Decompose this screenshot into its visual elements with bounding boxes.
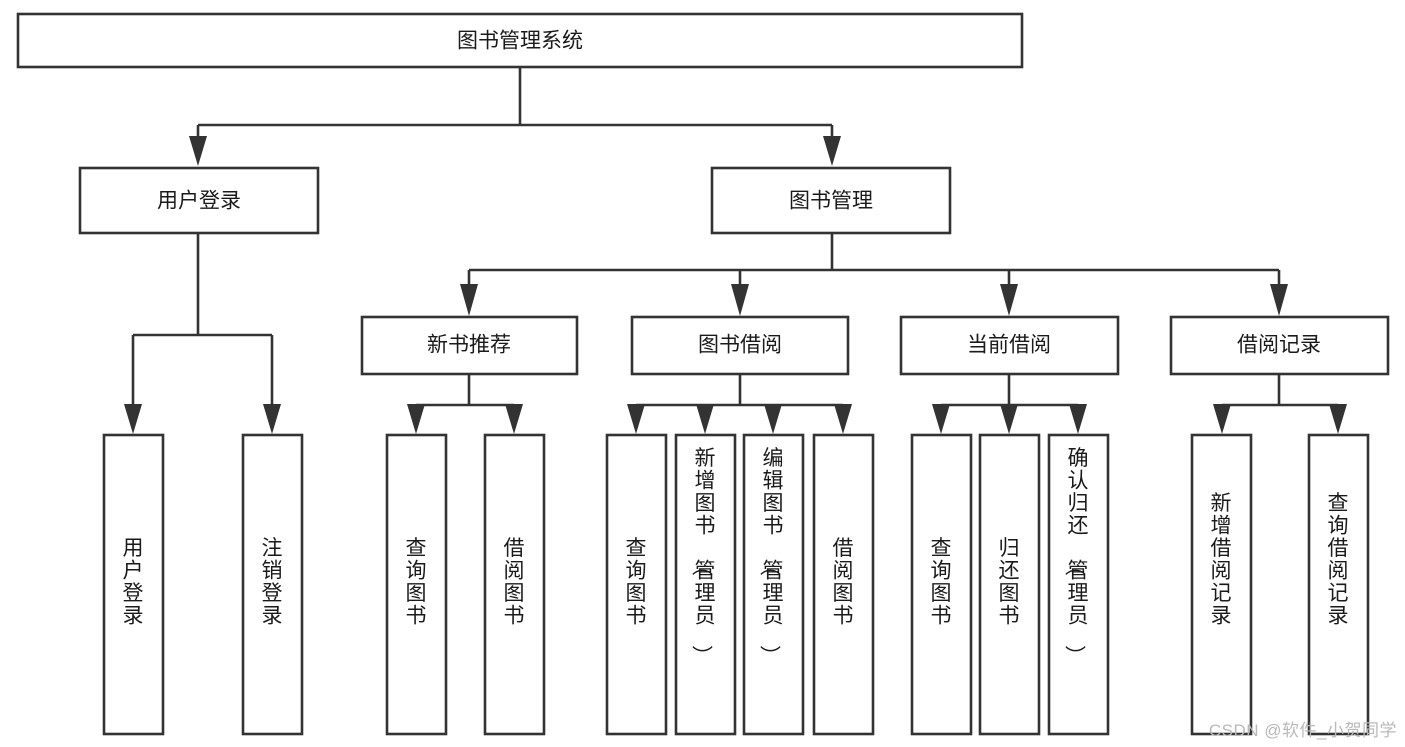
arrowhead-leaf-edit-book xyxy=(764,404,782,434)
node-leaf-return-book-box[interactable] xyxy=(978,433,1041,736)
node-book-manage-label: 图书管理 xyxy=(789,190,873,213)
arrowhead-book-borrow xyxy=(731,284,749,316)
arrowhead-book-manage xyxy=(823,136,841,166)
arrowhead-borrow-record xyxy=(1270,284,1288,316)
node-leaf-add-record-label: 新增借阅记录 xyxy=(1211,492,1232,628)
node-user-login[interactable]: 用户登录 xyxy=(78,166,320,235)
node-new-book-rec[interactable]: 新书推荐 xyxy=(360,315,579,376)
node-root[interactable]: 图书管理系统 xyxy=(16,12,1024,69)
node-leaf-query-book-1-label: 查询图书 xyxy=(406,537,427,628)
node-current-borrow-label: 当前借阅 xyxy=(967,334,1051,357)
node-leaf-edit-book[interactable]: 编辑图书（管理员） xyxy=(742,433,805,736)
node-leaf-return-book[interactable]: 归还图书 xyxy=(978,433,1041,736)
node-leaf-borrow-book-2[interactable]: 借阅图书 xyxy=(812,433,875,736)
node-current-borrow[interactable]: 当前借阅 xyxy=(899,315,1120,376)
node-leaf-user-login-label: 用户登录 xyxy=(123,537,144,628)
node-leaf-borrow-book-1-label: 借阅图书 xyxy=(504,537,525,628)
arrowhead-leaf-query-record xyxy=(1329,404,1347,434)
node-leaf-edit-book-label: 编辑图书（管理员） xyxy=(758,447,784,666)
node-book-borrow-box[interactable] xyxy=(630,315,850,376)
arrowhead-leaf-add-book xyxy=(696,404,714,434)
arrowhead-leaf-user-login xyxy=(124,404,142,434)
arrowhead-leaf-borrow-book-1 xyxy=(505,404,523,434)
node-leaf-query-book-2-label: 查询图书 xyxy=(626,537,647,628)
node-leaf-logout-label: 注销登录 xyxy=(262,537,283,628)
node-leaf-add-record-box[interactable] xyxy=(1190,433,1253,736)
node-leaf-add-book[interactable]: 新增图书（管理员） xyxy=(674,433,737,736)
node-leaf-query-record-box[interactable] xyxy=(1307,433,1370,736)
node-leaf-logout-box[interactable] xyxy=(241,433,304,736)
node-book-manage[interactable]: 图书管理 xyxy=(710,166,952,235)
arrowhead-current-borrow xyxy=(1000,284,1018,316)
arrowhead-leaf-borrow-book-2 xyxy=(834,404,852,434)
node-leaf-query-book-2[interactable]: 查询图书 xyxy=(605,433,668,736)
node-leaf-borrow-book-2-label: 借阅图书 xyxy=(833,537,854,628)
arrowhead-leaf-add-record xyxy=(1213,404,1231,434)
arrowhead-new-book-rec xyxy=(460,284,478,316)
node-leaf-borrow-book-1[interactable]: 借阅图书 xyxy=(483,433,546,736)
arrowhead-leaf-query-book-2 xyxy=(627,404,645,434)
arrowhead-leaf-logout xyxy=(263,404,281,434)
arrowhead-user-login xyxy=(189,136,207,166)
node-leaf-confirm-return[interactable]: 确认归还（管理员） xyxy=(1047,433,1110,736)
node-book-borrow[interactable]: 图书借阅 xyxy=(630,315,850,376)
node-leaf-query-book-3[interactable]: 查询图书 xyxy=(910,433,973,736)
node-book-manage-box[interactable] xyxy=(710,166,952,235)
node-leaf-query-book-2-box[interactable] xyxy=(605,433,668,736)
node-leaf-confirm-return-label: 确认归还（管理员） xyxy=(1063,447,1089,666)
node-borrow-record[interactable]: 借阅记录 xyxy=(1169,315,1390,376)
node-leaf-borrow-book-2-box[interactable] xyxy=(812,433,875,736)
arrowhead-leaf-return-book xyxy=(1000,404,1018,434)
node-leaf-user-login[interactable]: 用户登录 xyxy=(102,433,165,736)
node-book-borrow-label: 图书借阅 xyxy=(698,334,782,357)
node-user-login-box[interactable] xyxy=(78,166,320,235)
node-leaf-add-record[interactable]: 新增借阅记录 xyxy=(1190,433,1253,736)
node-leaf-edit-book-box[interactable] xyxy=(742,433,805,736)
node-leaf-borrow-book-1-box[interactable] xyxy=(483,433,546,736)
node-borrow-record-label: 借阅记录 xyxy=(1237,334,1321,357)
node-new-book-rec-box[interactable] xyxy=(360,315,579,376)
node-leaf-query-book-3-label: 查询图书 xyxy=(931,537,952,628)
arrowhead-leaf-query-book-3 xyxy=(932,404,950,434)
node-leaf-return-book-label: 归还图书 xyxy=(999,537,1020,628)
node-borrow-record-box[interactable] xyxy=(1169,315,1390,376)
node-current-borrow-box[interactable] xyxy=(899,315,1120,376)
node-user-login-label: 用户登录 xyxy=(157,190,241,213)
node-root-label: 图书管理系统 xyxy=(457,30,583,53)
node-leaf-logout[interactable]: 注销登录 xyxy=(241,433,304,736)
node-leaf-add-book-box[interactable] xyxy=(674,433,737,736)
node-leaf-add-book-label: 新增图书（管理员） xyxy=(690,447,716,666)
arrowhead-leaf-query-book-1 xyxy=(407,404,425,434)
node-leaf-query-book-1-box[interactable] xyxy=(385,433,448,736)
node-leaf-query-book-3-box[interactable] xyxy=(910,433,973,736)
edge-layer xyxy=(124,67,1347,434)
node-leaf-query-book-1[interactable]: 查询图书 xyxy=(385,433,448,736)
node-leaf-confirm-return-box[interactable] xyxy=(1047,433,1110,736)
node-leaf-user-login-box[interactable] xyxy=(102,433,165,736)
node-leaf-query-record-label: 查询借阅记录 xyxy=(1328,492,1349,628)
node-new-book-rec-label: 新书推荐 xyxy=(427,334,511,357)
arrowhead-leaf-confirm-return xyxy=(1069,404,1087,434)
node-root-box[interactable] xyxy=(16,12,1024,69)
node-leaf-query-record[interactable]: 查询借阅记录 xyxy=(1307,433,1370,736)
